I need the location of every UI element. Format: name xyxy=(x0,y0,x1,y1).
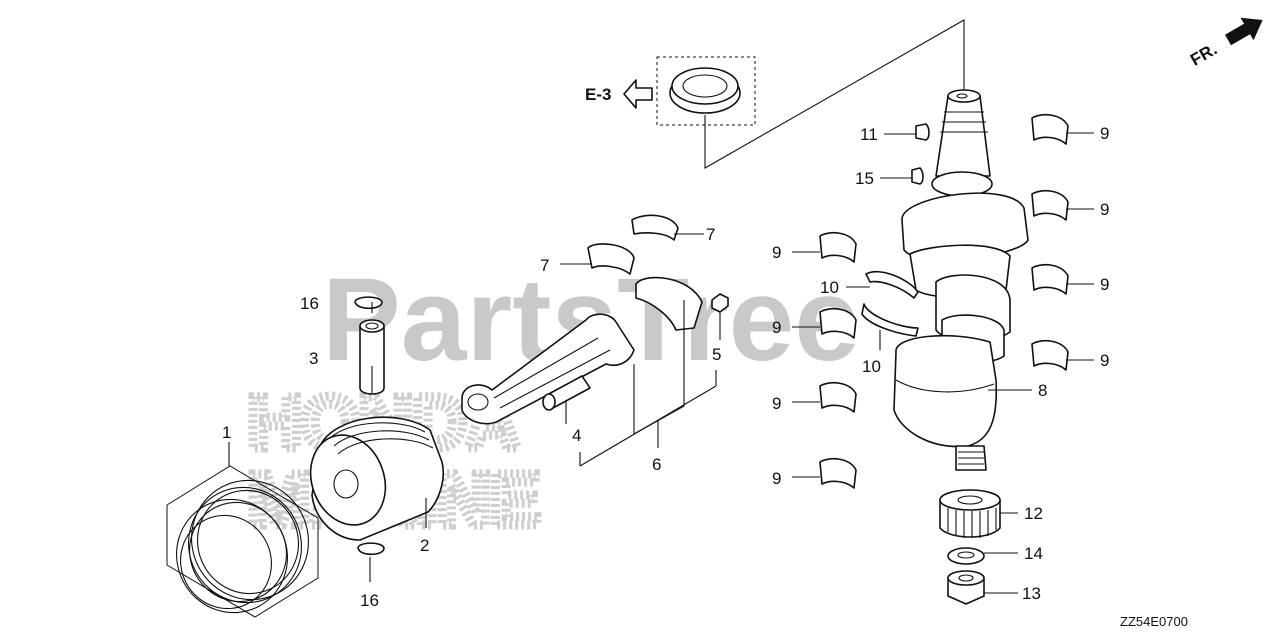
callout-9a[interactable]: 9 xyxy=(772,243,781,262)
callouts: 1 2 3 4 5 6 7 7 8 9 9 9 9 9 9 9 9 10 10 … xyxy=(222,124,1109,610)
rod-bearing-upper[interactable] xyxy=(631,214,679,241)
rod-nut[interactable] xyxy=(711,293,729,313)
woodruff-key-11[interactable] xyxy=(915,123,930,141)
callout-15[interactable]: 15 xyxy=(855,169,874,188)
connecting-rod[interactable] xyxy=(461,276,703,425)
front-arrow-icon xyxy=(1225,17,1263,46)
main-bearing-left-3[interactable] xyxy=(819,381,857,413)
rod-bolt[interactable] xyxy=(542,375,591,411)
thrust-washer-upper[interactable] xyxy=(865,270,919,299)
reference-box xyxy=(656,56,756,126)
crank-nut[interactable] xyxy=(947,570,985,605)
callout-1[interactable]: 1 xyxy=(222,423,231,442)
woodruff-key-15[interactable] xyxy=(911,167,924,185)
main-bearing-left-4[interactable] xyxy=(819,457,857,489)
callout-7a[interactable]: 7 xyxy=(540,256,549,275)
front-direction: FR. xyxy=(1187,17,1263,70)
seal-leader-line xyxy=(704,19,965,169)
reference-e3[interactable]: E-3 xyxy=(585,56,756,126)
callout-9e[interactable]: 9 xyxy=(1100,124,1109,143)
piston[interactable] xyxy=(298,416,444,541)
callout-16a[interactable]: 16 xyxy=(300,294,319,313)
main-bearing-right-3[interactable] xyxy=(1031,263,1069,295)
main-bearing-right-1[interactable] xyxy=(1031,113,1069,145)
callout-6[interactable]: 6 xyxy=(652,455,661,474)
main-bearing-left-2[interactable] xyxy=(819,307,857,339)
pin-clip-top[interactable] xyxy=(354,296,383,310)
callout-7b[interactable]: 7 xyxy=(706,225,715,244)
rod-bearing-lower[interactable] xyxy=(587,243,635,275)
callout-10b[interactable]: 10 xyxy=(862,357,881,376)
callout-8[interactable]: 8 xyxy=(1038,381,1047,400)
callout-9h[interactable]: 9 xyxy=(1100,351,1109,370)
callout-4[interactable]: 4 xyxy=(572,426,581,445)
crankshaft[interactable] xyxy=(893,89,1029,471)
callout-16b[interactable]: 16 xyxy=(360,591,379,610)
main-bearing-left-1[interactable] xyxy=(819,231,857,263)
pin-clip-bottom[interactable] xyxy=(357,542,385,556)
main-bearing-right-2[interactable] xyxy=(1031,189,1069,221)
crank-washer[interactable] xyxy=(947,547,985,565)
callout-9f[interactable]: 9 xyxy=(1100,200,1109,219)
callout-5[interactable]: 5 xyxy=(712,345,721,364)
callout-2[interactable]: 2 xyxy=(420,536,429,555)
callout-13[interactable]: 13 xyxy=(1022,584,1041,603)
reference-arrow-icon xyxy=(623,79,653,109)
oil-seal[interactable] xyxy=(669,67,741,114)
callout-9g[interactable]: 9 xyxy=(1100,275,1109,294)
callout-14[interactable]: 14 xyxy=(1024,544,1043,563)
callout-9c[interactable]: 9 xyxy=(772,394,781,413)
callout-9d[interactable]: 9 xyxy=(772,469,781,488)
timing-gear[interactable] xyxy=(939,489,1001,538)
callout-3[interactable]: 3 xyxy=(309,349,318,368)
piston-rings[interactable] xyxy=(157,460,330,632)
callout-12[interactable]: 12 xyxy=(1024,504,1043,523)
piston-pin[interactable] xyxy=(359,319,385,395)
callout-9b[interactable]: 9 xyxy=(772,318,781,337)
main-bearing-right-4[interactable] xyxy=(1031,339,1069,371)
diagram-code: ZZ54E0700 xyxy=(1120,614,1188,629)
leader-lines xyxy=(228,132,1094,594)
reference-label[interactable]: E-3 xyxy=(585,85,611,104)
thrust-washer-lower[interactable] xyxy=(861,303,919,337)
callout-11[interactable]: 11 xyxy=(860,125,878,144)
front-label: FR. xyxy=(1187,40,1220,70)
callout-10a[interactable]: 10 xyxy=(820,278,839,297)
